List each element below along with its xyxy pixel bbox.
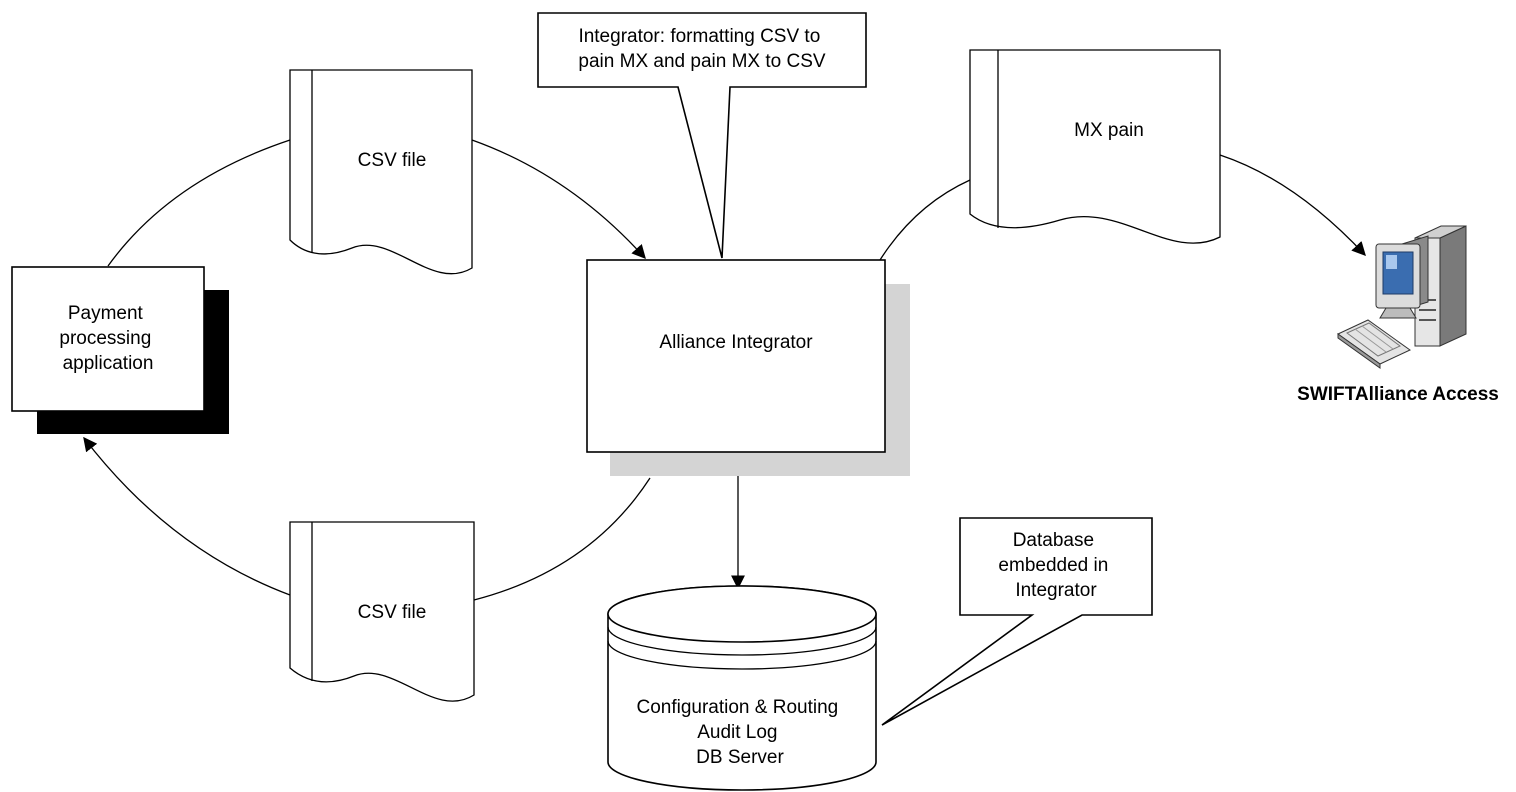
csv-bottom-label: CSV file [358,602,427,623]
integrator-callout-line2: pain MX and pain MX to CSV [578,51,825,72]
database-label-line3: DB Server [696,747,784,768]
mx-pain-label: MX pain [1074,120,1144,141]
csv-top-shape [289,69,473,275]
svg-text:Integrator: formatting CSV to: Integrator: formatting CSV to pain MX an… [578,26,825,72]
integrator-label: Alliance Integrator [659,332,813,353]
payment-app-label-line1: Payment [68,303,144,324]
csv-top-label: CSV file [358,150,427,171]
database-server: Configuration & Routing Audit Log DB Ser… [607,585,877,791]
csv-file-document-bottom: CSV file [289,521,475,702]
database-label-line1: Configuration & Routing [636,697,838,718]
payment-app-box [11,266,205,412]
svg-text:Payment processing: Payment processing application [59,303,156,374]
integrator-box [586,259,886,453]
database-callout-line3: Integrator [1015,580,1097,601]
arrow-mx-to-swift [1219,154,1366,257]
payment-app-label-line2: processing [59,328,151,349]
integrator-callout: Integrator: formatting CSV to pain MX an… [537,12,867,259]
mx-pain-document: MX pain [969,49,1221,244]
connector-integrator-to-mx [879,179,971,261]
computer-icon [1337,225,1467,369]
database-callout-line1: Database [1013,530,1094,551]
payment-app-label-line3: application [63,353,154,374]
database-callout-shape [881,517,1153,726]
integrator-callout-line1: Integrator: formatting CSV to [578,26,820,47]
database-ring-2 [607,640,877,670]
arrow-csv-top-to-integrator [471,139,646,260]
database-ring-1 [607,626,877,656]
database-callout: Database embedded in Integrator [881,517,1153,726]
csv-file-document-top: CSV file [289,69,473,275]
database-callout-line2: embedded in [998,555,1108,576]
database-top [607,585,877,643]
swift-label: SWIFTAlliance Access [1297,384,1499,405]
connector-integrator-to-csv-bottom [473,477,651,601]
payment-processing-application: Payment processing application [11,266,229,434]
database-label-line2: Audit Log [697,722,777,743]
integrator-callout-shape [537,12,867,259]
mx-pain-shape [969,49,1221,244]
alliance-integrator: Alliance Integrator [586,259,910,476]
connector-app-to-csv-top [107,139,291,267]
svg-text:Configuration & Routing: Configuration & Routing Audit Log DB Ser… [636,697,843,768]
arrow-csv-bottom-to-app [83,436,291,596]
svg-text:Database embedded in: Database embedded in Integrator [998,530,1113,601]
csv-bottom-shape [289,521,475,702]
